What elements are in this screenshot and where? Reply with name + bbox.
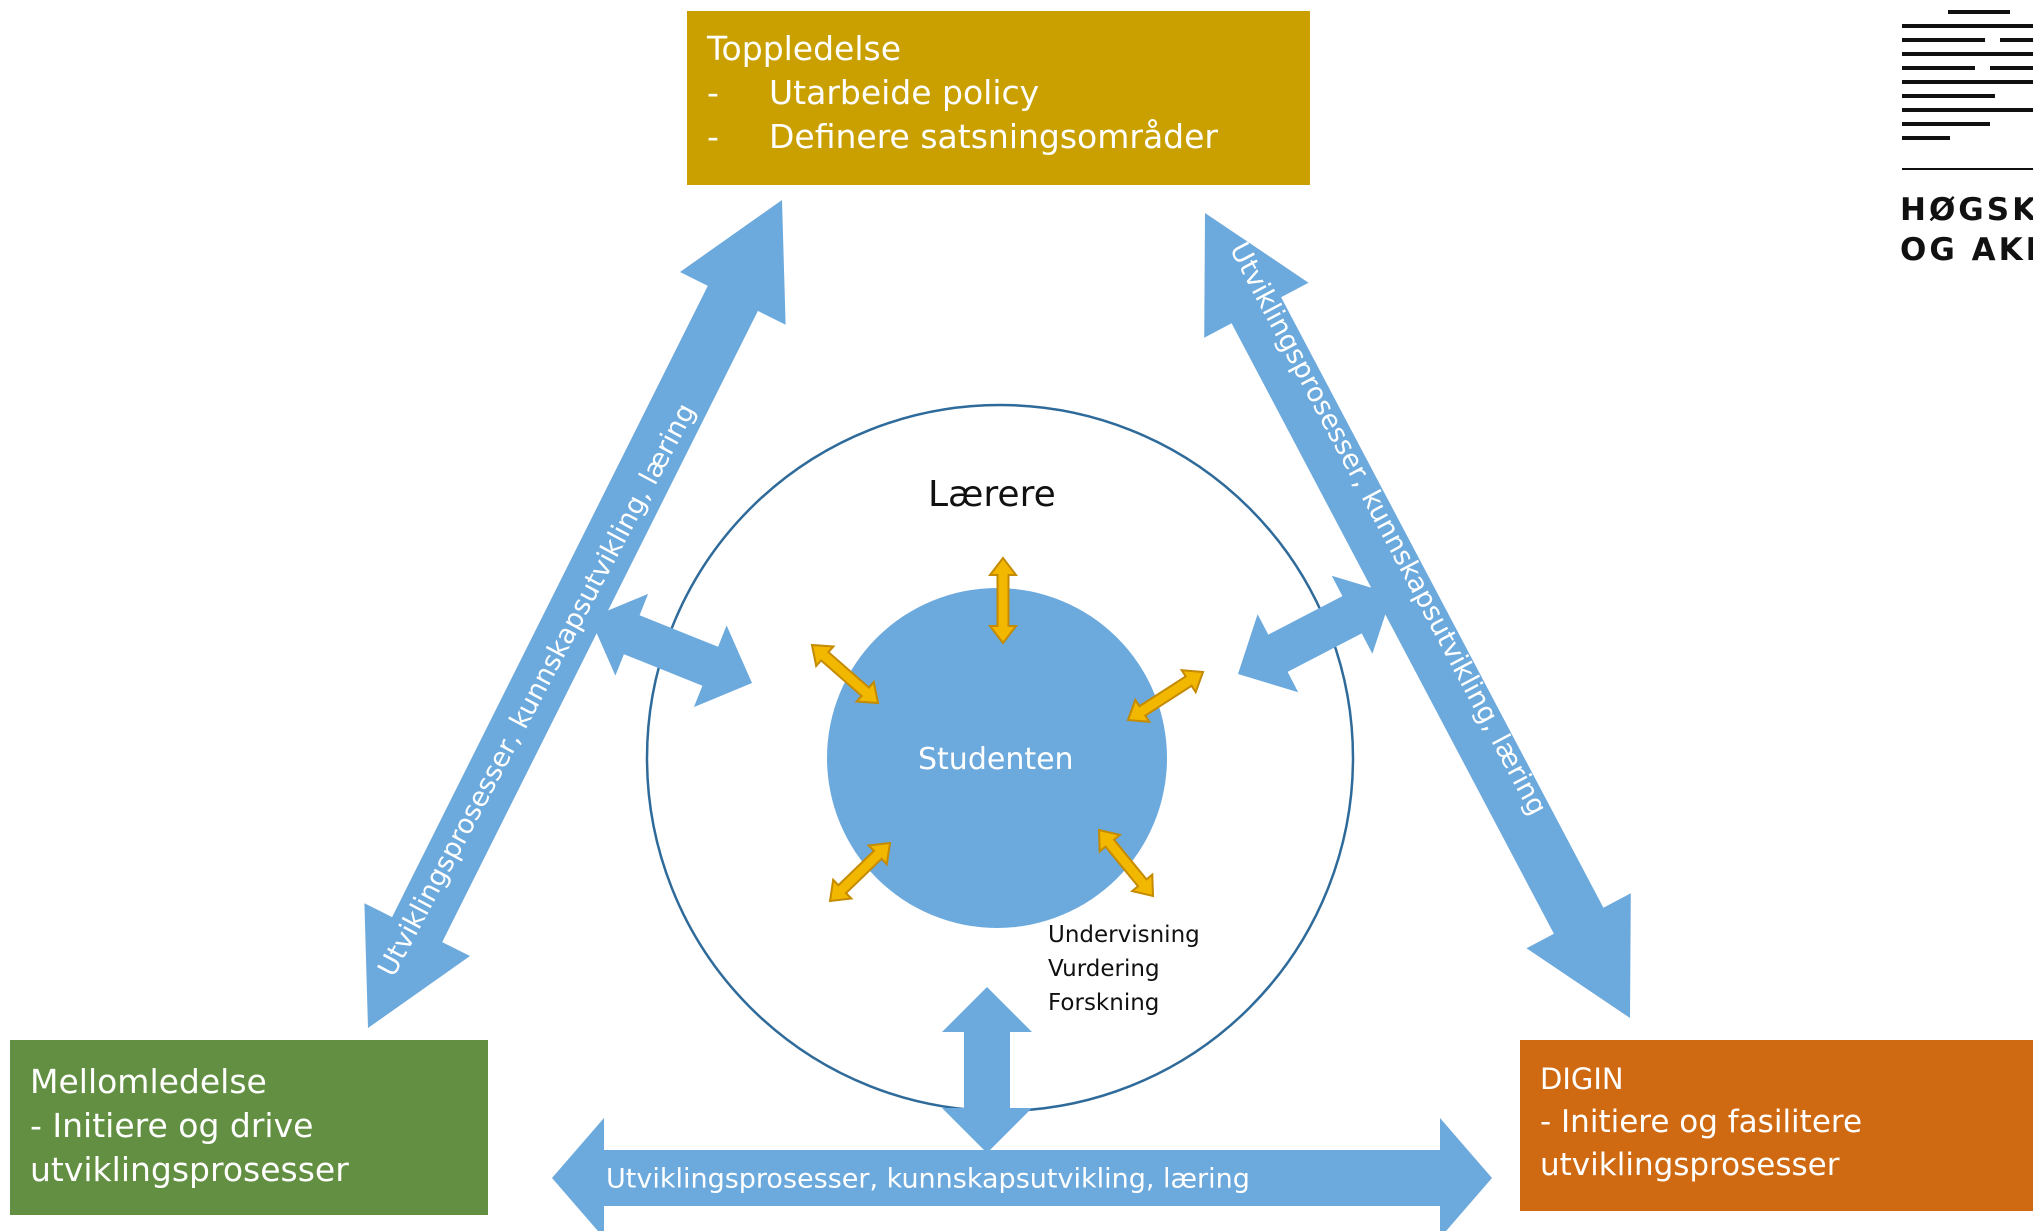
middle-management-line: - Initiere og drive — [30, 1106, 314, 1145]
logo-mark — [1902, 10, 2033, 170]
bullet-dash: - — [707, 73, 719, 112]
logo-bar — [1902, 52, 2033, 56]
logo-bar — [1902, 122, 1990, 126]
logo-wordmark: HØGSKOLEN OG AKERSHUS — [1900, 190, 2033, 270]
top-management-item: - Definere satsningsområder — [707, 115, 1310, 159]
top-management-box: Toppledelse - Utarbeide policy - Definer… — [687, 11, 1310, 185]
middle-management-box: Mellomledelse - Initiere og drive utvikl… — [10, 1040, 488, 1215]
logo-bar — [1902, 38, 1985, 42]
activity-item: Undervisning — [1048, 922, 1200, 948]
top-management-item: - Utarbeide policy — [707, 71, 1310, 115]
digin-line: - Initiere og fasilitere — [1540, 1104, 1863, 1140]
logo-bar — [1990, 66, 2033, 70]
top-management-title: Toppledelse — [707, 29, 902, 68]
bottom-arrow-label: Utviklingsprosesser, kunnskapsutvikling,… — [606, 1163, 1250, 1195]
logo-bar — [1902, 94, 1995, 98]
student-arrows-layer — [810, 556, 1205, 903]
left-process-arrow — [364, 200, 786, 1028]
logo-line: OG AKERSHUS — [1900, 232, 2033, 268]
middle-management-title: Mellomledelse — [30, 1062, 267, 1101]
student-yellow-arrow — [1097, 828, 1155, 898]
activity-item: Vurdering — [1048, 956, 1160, 982]
student-yellow-arrow — [828, 841, 892, 903]
student-circle — [827, 588, 1167, 928]
top-management-item-text: Definere satsningsområder — [769, 117, 1218, 156]
logo-bar — [1948, 10, 2010, 14]
logo-bar — [1902, 24, 2033, 28]
middle-management-line: utviklingsprosesser — [30, 1150, 349, 1189]
logo-line: HØGSKOLEN — [1900, 192, 2033, 228]
logo-bar — [1902, 66, 1975, 70]
student-label: Studenten — [918, 742, 1074, 777]
bullet-dash: - — [707, 117, 719, 156]
bottom-process-arrow — [552, 1118, 1492, 1231]
teachers-right-arrow — [1238, 575, 1392, 693]
logo-bar — [1902, 108, 2033, 112]
digin-title: DIGIN — [1540, 1062, 1624, 1096]
big-arrows-layer — [364, 200, 1631, 1231]
activities-list: Undervisning Vurdering Forskning — [1048, 918, 1200, 1020]
activity-item: Forskning — [1048, 990, 1160, 1016]
logo-bar — [2000, 38, 2033, 42]
right-process-arrow — [1204, 213, 1631, 1018]
student-yellow-arrow — [1126, 669, 1205, 723]
teachers-left-arrow — [590, 593, 752, 708]
teachers-label: Lærere — [928, 474, 1056, 515]
teachers-bottom-arrow — [942, 987, 1032, 1153]
logo-bar — [1902, 80, 2033, 84]
student-yellow-arrow — [810, 643, 880, 705]
student-yellow-arrow — [987, 556, 1019, 645]
top-management-item-text: Utarbeide policy — [769, 73, 1040, 112]
logo-bar — [1902, 136, 1950, 140]
circle-arrows-layer — [590, 575, 1392, 1153]
logo-rule — [1902, 168, 2033, 170]
digin-box: DIGIN - Initiere og fasilitere utvikling… — [1520, 1040, 2033, 1211]
digin-line: utviklingsprosesser — [1540, 1147, 1840, 1183]
